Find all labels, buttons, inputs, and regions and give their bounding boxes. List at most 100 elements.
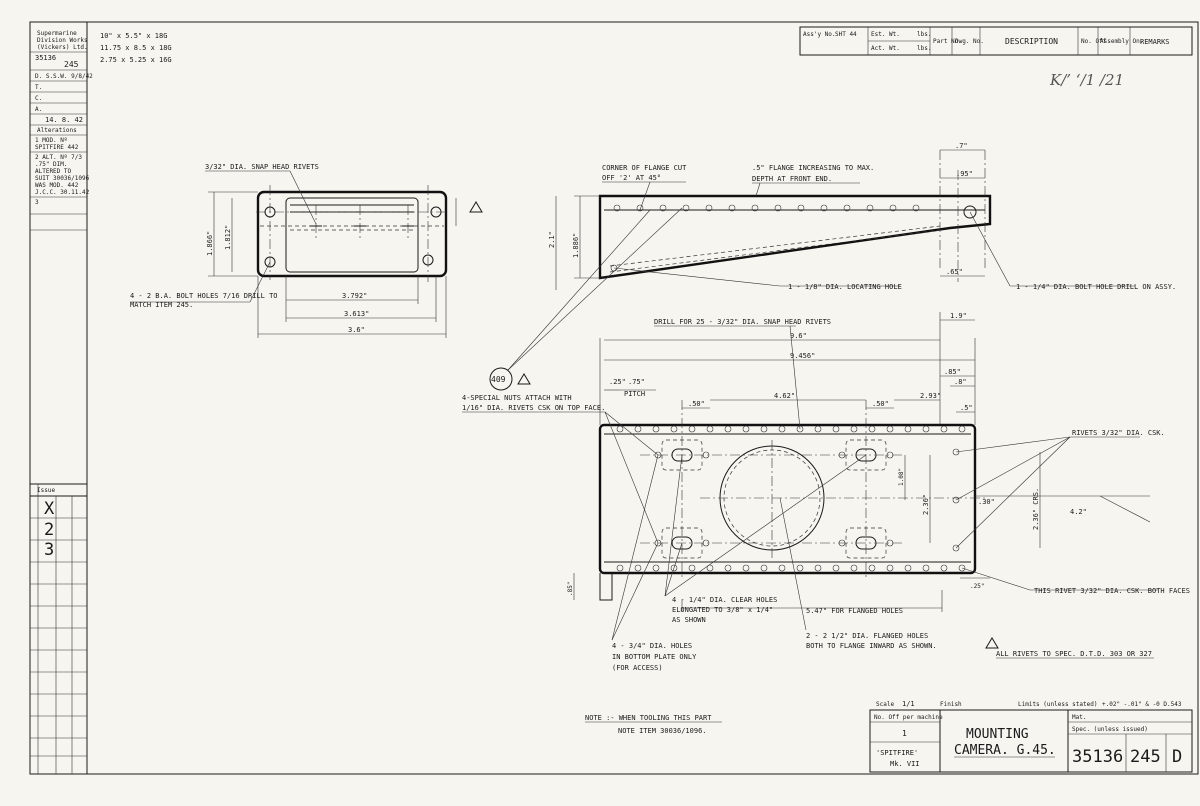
dim-236-csk: 2.36" CRS. [1032, 488, 1040, 530]
aircraft-name: 'SPITFIRE' [876, 749, 918, 757]
firm-line-3: (Vickers) Ltd. [37, 44, 88, 51]
asst-no-label: Ass'y No. [803, 31, 836, 38]
dim-95: .95" [956, 170, 973, 178]
label-bolt-holes-2: MATCH ITEM 245. [130, 301, 193, 309]
label-flange-increasing-1: .5" FLANGE INCREASING TO MAX. [752, 164, 874, 172]
sidebar-drawing-no: 35136 [35, 54, 56, 62]
label-locating-hole: 1 - 1/8" DIA. LOCATING HOLE [788, 283, 902, 291]
tracer: T. [35, 84, 42, 91]
drawing-title-1: MOUNTING [966, 727, 1029, 742]
alteration-6: SUIT 30036/1096 [35, 175, 90, 182]
dim-42: 4.2" [1070, 508, 1087, 516]
alteration-5: ALTERED TO [35, 168, 72, 175]
dim-96: 9.6" [790, 332, 807, 340]
alteration-7: WAS MOD. 442 [35, 182, 79, 189]
dim-236-inner: 2.36" [922, 494, 930, 515]
label-clear-holes-1: 4 - 1/4" DIA. CLEAR HOLES [672, 596, 777, 604]
dim-25: .25" [609, 378, 626, 386]
limits-label: Limits (unless stated) [1018, 701, 1097, 708]
label-bolt-holes-1: 4 - 2 B.A. BOLT HOLES 7/16 DRILL TO [130, 292, 278, 300]
limits-value: +.02" -.01" & -0 D.543 [1102, 701, 1182, 708]
remarks-label: REMARKS [1140, 38, 1170, 46]
material-line-3: 2.75 x 5.25 x 16G [100, 56, 172, 64]
dim-65: .65" [946, 268, 963, 276]
firm-line-1: Supermarine [37, 30, 77, 37]
scale-label: Scale [876, 701, 894, 708]
dim-36: 3.6" [348, 326, 365, 334]
side-view: 1.886" 2.1" .7" .95" .65" CORNER OF FLAN… [548, 142, 1176, 291]
label-access-holes-2: IN BOTTOM PLATE ONLY [612, 653, 697, 661]
title-sheet-no: 245 [1130, 747, 1161, 767]
aircraft-mark: Mk. VII [890, 760, 920, 768]
dim-1866: 1.866" [206, 231, 214, 256]
label-clear-holes-2: ELONGATED TO 3/8" x 1/4" [672, 606, 773, 614]
lbs-label-1: lbs. [917, 31, 931, 38]
dim-547: 5.47" FOR FLANGED HOLES [806, 607, 903, 615]
drawing-title-2: CAMERA. G.45. [954, 743, 1056, 758]
sheet-border [29, 21, 1199, 775]
dim-462: 4.62" [774, 392, 795, 400]
firm-line-2: Division Works [37, 37, 88, 44]
label-rivets-csk: RIVETS 3/32" DIA. CSK. [1072, 429, 1165, 437]
issue-mark-3: 3 [44, 540, 54, 560]
label-this-rivet: THIS RIVET 3/32" DIA. CSK. BOTH FACES [1034, 587, 1190, 595]
assembly-on-label: Assembly On. [1100, 38, 1143, 45]
title-drawing-no: 35136 [1072, 747, 1123, 767]
label-flanged-holes-1: 2 - 2 1/2" DIA. FLANGED HOLES [806, 632, 928, 640]
label-flange-increasing-2: DEPTH AT FRONT END. [752, 175, 832, 183]
sidebar-date: 14. 8. 42 [45, 116, 83, 124]
dim-21: 2.1" [548, 231, 556, 248]
title-block: Scale 1/1 Finish Limits (unless stated) … [869, 700, 1193, 773]
bottom-rivet-row [616, 564, 966, 572]
spec-label: Spec. (unless issued) [1072, 726, 1148, 733]
dim-3613: 3.613" [344, 310, 369, 318]
dim-75-pitch: .75" [628, 378, 645, 386]
dim-50-right: .50" [872, 400, 889, 408]
header-table: Ass'y No. SHT 44 Est. Wt. Act. Wt. lbs. … [799, 26, 1193, 56]
approver: A. [35, 106, 42, 113]
top-rivet-row [616, 425, 966, 433]
sht-label: SHT 44 [835, 31, 857, 38]
alterations-title: Alterations [37, 127, 77, 134]
dim-50-left: .50" [688, 400, 705, 408]
note-line-1: NOTE :- WHEN TOOLING THIS PART [585, 714, 712, 722]
dim-85-bracket: .85" [567, 582, 574, 596]
sidebar-sheet-no: 245 [64, 60, 79, 69]
material-line-2: 11.75 x 8.5 x 18G [100, 44, 172, 52]
dim-293: 2.93" [920, 392, 941, 400]
dim-19: 1.9" [950, 312, 967, 320]
alteration-9: 3 [35, 199, 39, 206]
mat-label: Mat. [1072, 714, 1086, 721]
lbs-label-2: lbs. [917, 45, 931, 52]
label-access-holes-3: (FOR ACCESS) [612, 664, 663, 672]
alteration-2: SPITFIRE 442 [35, 144, 79, 151]
alteration-4: .75" DIM. [35, 161, 68, 168]
label-drill-rivets: DRILL FOR 25 - 3/32" DIA. SNAP HEAD RIVE… [654, 318, 831, 326]
end-view: 3.792" 3.613" 3.6" 1.866" 1.812" 3/32" D… [130, 163, 483, 338]
scale-value: 1/1 [902, 700, 915, 708]
label-nuts-2: 1/16" DIA. RIVETS CSK ON TOP FACE. [462, 404, 605, 412]
dim-5: .5" [960, 404, 973, 412]
material-line-1: 10" x 5.5" x 18G [100, 32, 167, 40]
act-wt-label: Act. Wt. [871, 45, 900, 52]
label-flange-cut-1: CORNER OF FLANGE CUT [602, 164, 687, 172]
label-flanged-holes-2: BOTH TO FLANGE INWARD AS SHOWN. [806, 642, 937, 650]
label-bolt-hole-drill: 1 - 1/4" DIA. BOLT HOLE DRILL ON ASSY. [1016, 283, 1176, 291]
alteration-3: 2 ALT. Nº 7/3 [35, 154, 82, 161]
finish-label: Finish [940, 701, 962, 708]
label-snap-head-rivets: 3/32" DIA. SNAP HEAD RIVETS [205, 163, 319, 171]
dim-1886: 1.886" [572, 233, 580, 258]
dim-pitch: PITCH [624, 390, 645, 398]
dim-30: .30" [978, 498, 995, 506]
alteration-1: 1 MOD. Nº [35, 137, 68, 144]
label-nuts-1: 4-SPECIAL NUTS ATTACH WITH [462, 394, 572, 402]
dim-8: .8" [954, 378, 967, 386]
drawn-by: D. S.S.W. 9/8/42 [35, 73, 93, 80]
issue-mark-2: 2 [44, 520, 54, 540]
sidebar-revision-block: Supermarine Division Works (Vickers) Ltd… [30, 30, 93, 231]
est-wt-label: Est. Wt. [871, 31, 900, 38]
dwg-no-label: Dwg. No. [955, 38, 984, 45]
part-no-label: Part No. [933, 38, 962, 45]
label-access-holes-1: 4 - 3/4" DIA. HOLES [612, 642, 692, 650]
